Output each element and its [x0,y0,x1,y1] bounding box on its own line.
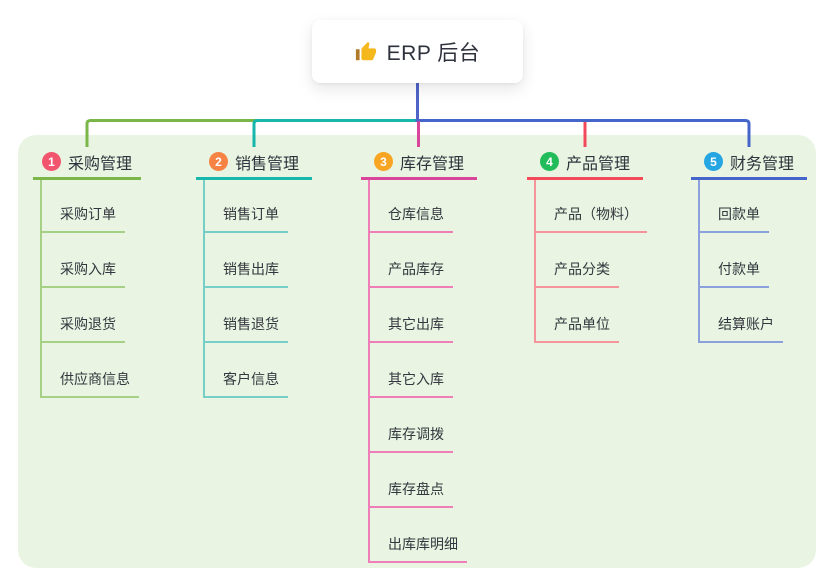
branch-label: 库存管理 [399,155,464,173]
branch-column: 3 库存管理仓库信息产品库存其它出库其它入库库存调拨库存盘点出库库明细 [361,146,477,563]
branch-label: 销售管理 [234,155,299,173]
branch-label: 采购管理 [67,155,132,173]
child-node[interactable]: 库存盘点 [370,453,453,508]
thumbs-up-icon [355,41,377,63]
child-node[interactable]: 其它出库 [370,288,453,343]
branch-node[interactable]: 5 财务管理 [691,146,807,180]
child-node[interactable]: 产品单位 [536,288,619,343]
child-node[interactable]: 结算账户 [700,288,783,343]
child-node[interactable]: 客户信息 [205,343,288,398]
branch-column: 2 销售管理销售订单销售出库销售退货客户信息 [196,146,312,398]
child-node[interactable]: 产品分类 [536,233,619,288]
child-node[interactable]: 供应商信息 [42,343,139,398]
child-node[interactable]: 库存调拨 [370,398,453,453]
branch-column: 1 采购管理采购订单采购入库采购退货供应商信息 [33,146,141,398]
child-node[interactable]: 其它入库 [370,343,453,398]
branch-node[interactable]: 1 采购管理 [33,146,141,180]
child-node[interactable]: 销售退货 [205,288,288,343]
child-node[interactable]: 产品（物料） [536,180,647,233]
child-node[interactable]: 采购订单 [42,180,125,233]
branch-number-badge: 5 [703,152,723,171]
branch-label: 产品管理 [565,155,630,173]
child-node[interactable]: 出库库明细 [370,508,467,563]
child-node[interactable]: 回款单 [700,180,769,233]
child-node[interactable]: 产品库存 [370,233,453,288]
child-node[interactable]: 仓库信息 [370,180,453,233]
branch-children: 回款单付款单结算账户 [698,180,783,343]
branch-node[interactable]: 3 库存管理 [361,146,477,180]
branch-children: 销售订单销售出库销售退货客户信息 [203,180,288,398]
branch-label: 财务管理 [729,155,794,173]
mindmap-canvas-panel [18,135,816,568]
branch-number-badge: 2 [208,152,228,171]
child-node[interactable]: 销售出库 [205,233,288,288]
child-node[interactable]: 采购入库 [42,233,125,288]
branch-column: 5 财务管理回款单付款单结算账户 [691,146,807,343]
root-node[interactable]: ERP 后台 [312,20,523,83]
branch-node[interactable]: 4 产品管理 [527,146,643,180]
branch-children: 采购订单采购入库采购退货供应商信息 [40,180,139,398]
root-node-label: ERP 后台 [386,41,481,65]
branch-number-badge: 4 [539,152,559,171]
child-node[interactable]: 采购退货 [42,288,125,343]
branch-node[interactable]: 2 销售管理 [196,146,312,180]
branch-number-badge: 3 [373,152,393,171]
child-node[interactable]: 付款单 [700,233,769,288]
branch-number-badge: 1 [41,152,61,171]
branch-children: 仓库信息产品库存其它出库其它入库库存调拨库存盘点出库库明细 [368,180,467,563]
branch-children: 产品（物料）产品分类产品单位 [534,180,647,343]
branch-column: 4 产品管理产品（物料）产品分类产品单位 [527,146,647,343]
child-node[interactable]: 销售订单 [205,180,288,233]
